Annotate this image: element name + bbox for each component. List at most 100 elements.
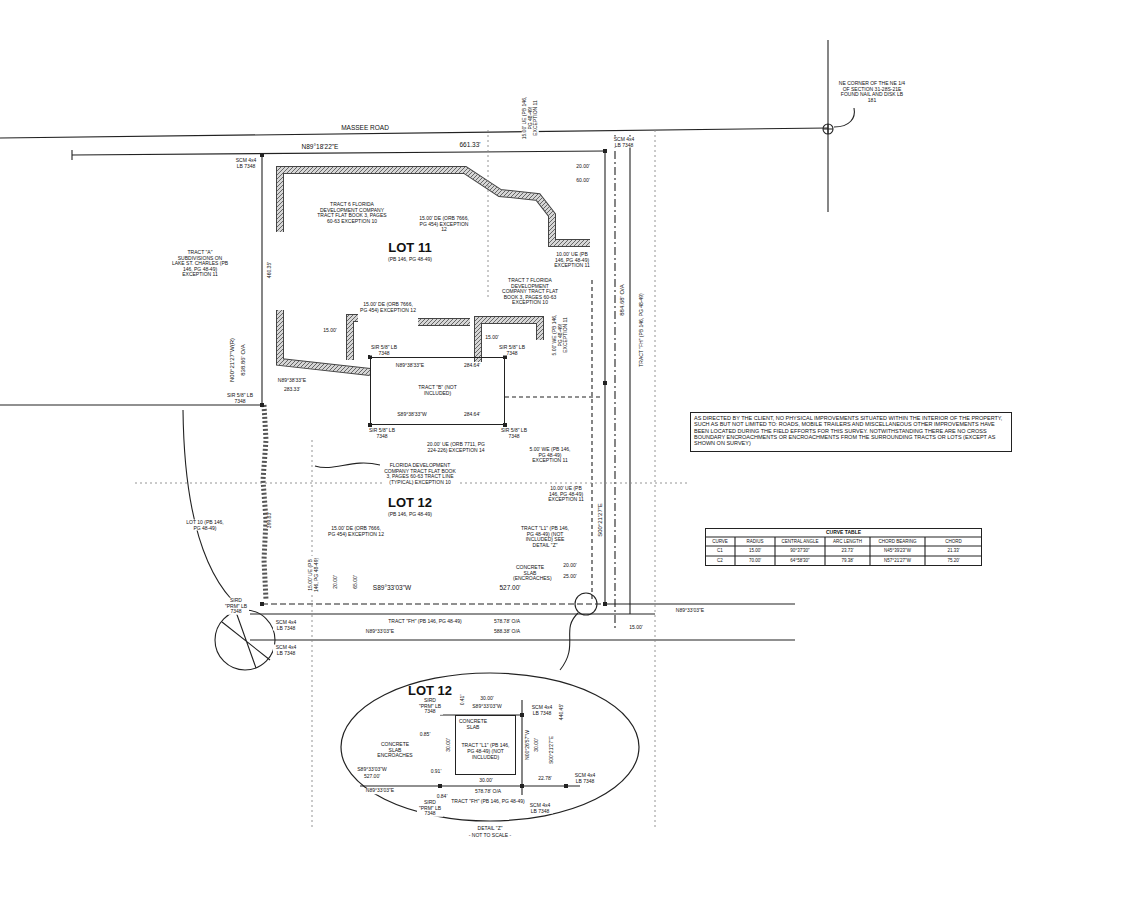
survey-label: 440.45'	[559, 703, 565, 721]
survey-label: 527.00'	[498, 584, 521, 591]
node-heading: LOT 12	[408, 684, 452, 699]
survey-label: 23.73'	[840, 549, 854, 554]
survey-label: 75.20'	[946, 559, 960, 564]
survey-line	[260, 602, 264, 606]
survey-label: 20.00'	[575, 164, 590, 170]
survey-line	[418, 319, 470, 325]
survey-label: 5.00' WE (PB 146, PG 48-49) EXCEPTION 11	[552, 311, 569, 359]
survey-label: CHORD BEARING	[877, 539, 917, 544]
survey-label: 0.91'	[430, 769, 443, 775]
tract-box: TRACT "B" (NOT INCLUDED)	[370, 357, 505, 425]
survey-line	[360, 785, 580, 786]
survey-line	[250, 639, 795, 640]
survey-label: N89°18'22"E	[301, 143, 340, 150]
survey-line	[350, 318, 358, 360]
survey-label: TRACT "A" SUBDIVISIONS ON LAKE ST. CHARL…	[170, 250, 230, 278]
survey-label: RADIUS	[745, 539, 764, 544]
easement-hatch	[280, 170, 590, 372]
survey-label: SCM 4x4 LB 7348	[612, 137, 636, 148]
survey-label: CONCRETE SLAB (ENCROACHES)	[512, 565, 548, 582]
survey-line	[250, 613, 655, 614]
survey-label: S89°33'03"W	[471, 704, 502, 710]
detail-outline	[341, 673, 639, 821]
survey-label: S89°33'03"W	[372, 584, 412, 591]
survey-line	[560, 613, 578, 670]
survey-line	[262, 603, 605, 604]
survey-label: 21.33'	[946, 549, 960, 554]
survey-label: 661.33'	[458, 141, 481, 148]
survey-line	[71, 150, 72, 160]
survey-line	[478, 320, 540, 362]
survey-label: SIR 5/8" LB 7348	[500, 428, 528, 439]
survey-label: SCM 4x4 LB 7348	[572, 773, 598, 784]
survey-label: CHORD	[944, 539, 963, 544]
survey-line	[629, 135, 630, 614]
survey-line	[520, 784, 524, 788]
survey-line	[418, 319, 470, 325]
survey-label: 284.64'	[463, 363, 481, 369]
survey-label: N00°21'27"W(R)	[229, 337, 236, 383]
survey-label: SCM 4x4 LB 7348	[527, 803, 553, 814]
survey-label: SCM 4x4 LB 7348	[234, 158, 258, 169]
survey-line	[614, 135, 615, 630]
survey-label: TRACT "FH" (PB 146, PG 48-49)	[639, 292, 645, 367]
survey-label: CURVE	[711, 539, 729, 544]
survey-label: 588.38' O/A	[493, 629, 521, 635]
survey-label: 20.00' UE (ORB 7711, PG 224-226) EXCEPTI…	[426, 442, 486, 453]
survey-line	[260, 153, 264, 157]
survey-line	[280, 170, 590, 243]
survey-label: SIR 5/8" LB 7348	[370, 345, 398, 356]
survey-line	[705, 537, 982, 556]
survey-label: 10.00' UE (PB 146, PG 48-49) EXCEPTION 1…	[544, 486, 588, 503]
survey-label: 20.00'	[562, 563, 577, 569]
survey-line	[260, 403, 264, 407]
survey-label: 65.00'	[353, 574, 359, 589]
survey-line	[280, 310, 370, 372]
survey-label: 460.35'	[267, 261, 273, 279]
survey-line	[823, 124, 833, 134]
node-text: DETAIL "Z"	[440, 826, 540, 832]
survey-line	[222, 612, 270, 668]
survey-label: ARC LENGTH	[832, 539, 863, 544]
survey-label: (PB 146, PG 48-49)	[387, 257, 433, 263]
survey-label: 578.78' O/A	[493, 619, 521, 625]
survey-line	[0, 128, 828, 138]
survey-label: 884.68' O/A	[619, 283, 626, 317]
tract-lines	[135, 130, 690, 830]
survey-line	[280, 170, 590, 243]
survey-label: N89°33'03"E	[365, 788, 395, 794]
node-heading: TRACT "B" (NOT INCLUDED)	[413, 385, 463, 397]
survey-label: S89°33'03"W	[356, 767, 387, 773]
survey-label: (PB 146, PG 48-49)	[387, 512, 433, 518]
survey-label: SIRD "PRM" LB 7348	[417, 698, 443, 715]
survey-label: 15.00'	[748, 549, 762, 554]
survey-label: N89°38'33"E	[277, 378, 307, 384]
survey-line	[280, 170, 590, 372]
survey-label: C2	[716, 559, 724, 564]
survey-line	[418, 318, 470, 326]
survey-line	[575, 593, 597, 615]
survey-line	[280, 170, 590, 243]
survey-line	[603, 602, 607, 606]
node-heading: TRACT "L1" (PB 146, PG 48-49) (NOT INCLU…	[458, 743, 513, 760]
survey-line	[478, 320, 540, 362]
survey-line	[350, 318, 358, 360]
survey-label: N45°39'23"W	[883, 549, 912, 554]
survey-label: SCM 4x4 LB 7348	[529, 705, 555, 716]
survey-line	[312, 440, 313, 830]
survey-label: S00°21'27"E	[549, 735, 555, 765]
survey-label: CONCRETE SLAB ENCROACHES	[374, 742, 416, 759]
survey-label: FLORIDA DEVELOPMENT COMPANY TRACT FLAT B…	[383, 463, 457, 485]
survey-label: 30.00'	[446, 737, 452, 752]
survey-label: SCM 4x4 LB 7348	[273, 620, 299, 631]
survey-line	[655, 130, 656, 830]
survey-line	[834, 108, 854, 127]
survey-label: LOT 11	[387, 241, 432, 255]
survey-line	[280, 170, 590, 372]
survey-label: N00°26'57"W	[525, 729, 531, 761]
survey-line	[183, 410, 232, 600]
survey-label: S89°38'33"W	[396, 412, 427, 418]
survey-label: 30.00'	[534, 737, 540, 752]
survey-label: 15.00'	[628, 625, 643, 631]
survey-label: 10.00' UE (PB 146, PG 48-49) EXCEPTION 1…	[550, 252, 594, 269]
